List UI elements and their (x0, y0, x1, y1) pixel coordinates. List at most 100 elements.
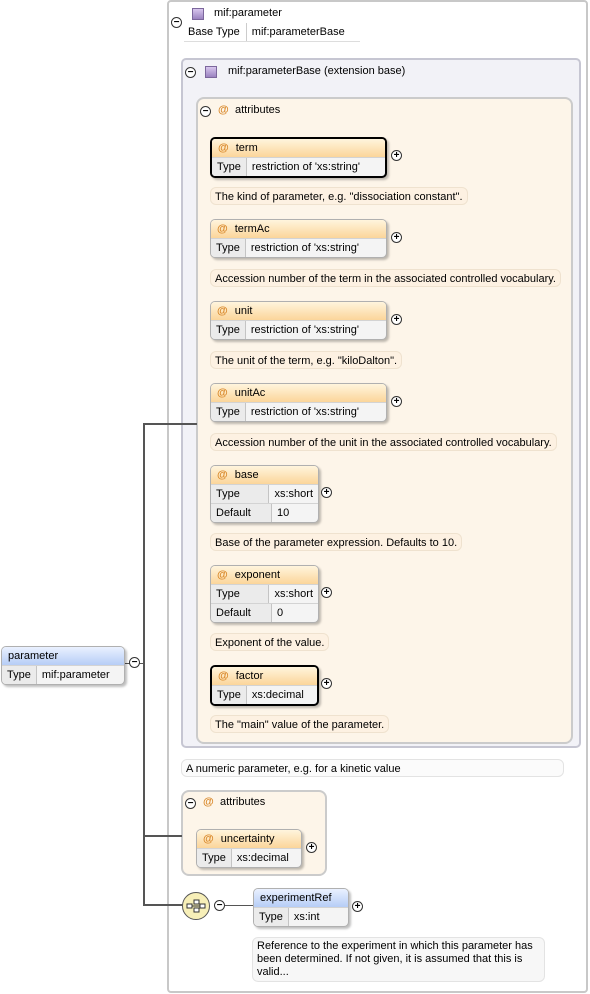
attribute-unit[interactable]: @unit Type restriction of 'xs:string' (210, 301, 387, 340)
base-type-value: mif:parameterBase (251, 26, 345, 38)
element-name: parameter (8, 650, 59, 662)
row-value: 0 (277, 607, 284, 619)
attribute-header: @factor (212, 667, 317, 685)
connector-to-experimentref (225, 905, 253, 906)
expand-term-toggle[interactable]: + (391, 150, 402, 161)
base-type-key: Base Type (184, 23, 247, 41)
attribute-name: term (235, 142, 258, 154)
attribute-type-row: Type xs:short (211, 484, 318, 503)
row-key: Type (211, 239, 246, 257)
attribute-name: unitAc (234, 387, 266, 399)
attribute-exponent[interactable]: @ exponent Type xs:short Default 0 (210, 565, 319, 623)
expand-experimentRef-toggle[interactable]: + (352, 901, 363, 912)
attribute-icon: @ (217, 569, 228, 581)
attribute-header: @ unitAc (211, 384, 386, 402)
base-type-row: Base Type mif:parameterBase (184, 23, 360, 42)
row-key: Type (254, 908, 289, 926)
attribute-icon: @ (218, 142, 229, 154)
connector-trunk (143, 423, 145, 905)
attribute-header: @ termAc (211, 220, 386, 238)
expand-factor-toggle[interactable]: + (321, 678, 332, 689)
expand-base-toggle[interactable]: + (321, 487, 332, 498)
attribute-icon: @ (217, 223, 228, 235)
doc-line: Reference to the experiment in which thi… (257, 940, 533, 952)
attribute-type-row: Type restriction of 'xs:string' (211, 238, 386, 257)
row-value: mif:parameter (41, 669, 110, 681)
doc-line: valid... (257, 966, 289, 978)
termAc-documentation: Accession number of the term in the asso… (210, 269, 561, 287)
row-value: restriction of 'xs:string' (250, 406, 359, 418)
unitAc-documentation: Accession number of the unit in the asso… (210, 433, 557, 451)
collapse-complex-type-toggle[interactable]: − (171, 17, 182, 28)
row-key: Default (211, 604, 272, 622)
attribute-type-row: Type restriction of 'xs:string' (211, 402, 386, 421)
row-key: Type (211, 403, 246, 421)
base-documentation: Base of the parameter expression. Defaul… (210, 533, 463, 551)
collapse-attributes-toggle[interactable]: − (200, 106, 211, 117)
collapse-sequence-toggle[interactable]: − (214, 900, 225, 911)
attribute-header: @ uncertainty (197, 830, 301, 848)
collapse-extension-toggle[interactable]: − (185, 67, 196, 78)
row-value: restriction of 'xs:string' (251, 161, 360, 173)
connector-to-attributes (143, 423, 197, 425)
row-key: Type (211, 585, 270, 603)
collapse-attributes2-toggle[interactable]: − (185, 798, 196, 809)
experimentRef-documentation: Reference to the experiment in which thi… (252, 937, 545, 982)
row-key: Type (197, 849, 232, 867)
row-value: restriction of 'xs:string' (250, 242, 359, 254)
expand-unitAc-toggle[interactable]: + (391, 396, 402, 407)
complex-type-name: mif:parameter (214, 7, 282, 19)
row-value: xs:short (274, 488, 313, 500)
attribute-unitAc[interactable]: @ unitAc Type restriction of 'xs:string' (210, 383, 387, 422)
exponent-documentation: Exponent of the value. (210, 633, 330, 651)
row-key: Type (211, 485, 270, 503)
row-key: Type (211, 321, 246, 339)
attribute-type-row: Type xs:decimal (197, 848, 301, 867)
term-documentation: The kind of parameter, e.g. "dissociatio… (210, 187, 468, 205)
parameter-documentation: A numeric parameter, e.g. for a kinetic … (181, 759, 564, 777)
row-value: xs:decimal (236, 852, 289, 864)
row-key: Type (2, 666, 37, 684)
attribute-at-icon: @ (203, 796, 214, 808)
expand-uncertainty-toggle[interactable]: + (306, 842, 317, 853)
doc-line: been determined. If not given, it is ass… (257, 953, 523, 965)
attribute-icon: @ (217, 305, 228, 317)
attribute-type-row: Type xs:short (211, 584, 318, 603)
attribute-icon: @ (203, 833, 214, 845)
extension-type-icon (205, 66, 217, 78)
attribute-name: base (234, 469, 259, 481)
attribute-header: @unit (211, 302, 386, 320)
expand-exponent-toggle[interactable]: + (321, 587, 332, 598)
row-key: Default (211, 504, 272, 522)
expand-unit-toggle[interactable]: + (391, 314, 402, 325)
attributes-group-label: attributes (235, 104, 281, 116)
row-value: xs:short (274, 588, 313, 600)
connector-to-attributes2 (143, 835, 182, 837)
attribute-name: exponent (234, 569, 280, 581)
sequence-compositor[interactable] (182, 892, 210, 920)
row-value: 10 (277, 507, 290, 519)
element-header: parameter (2, 647, 124, 665)
factor-documentation: The "main" value of the parameter. (210, 715, 390, 733)
attribute-name: termAc (234, 223, 270, 235)
attribute-uncertainty[interactable]: @ uncertainty Type xs:decimal (196, 829, 302, 868)
attribute-icon: @ (218, 670, 229, 682)
element-parameter[interactable]: parameter Type mif:parameter (1, 646, 125, 685)
attribute-header: @ exponent (211, 566, 318, 584)
attribute-icon: @ (217, 387, 228, 399)
row-value: xs:int (293, 911, 320, 923)
attribute-default-row: Default 10 (211, 503, 318, 522)
element-type-row: Type xs:int (254, 907, 348, 926)
row-value: restriction of 'xs:string' (250, 324, 359, 336)
collapse-parameter-toggle[interactable]: − (129, 657, 140, 668)
expand-termAc-toggle[interactable]: + (391, 232, 402, 243)
attribute-name: uncertainty (220, 833, 275, 845)
attribute-default-row: Default 0 (211, 603, 318, 622)
attribute-termAc[interactable]: @ termAc Type restriction of 'xs:string' (210, 219, 387, 258)
